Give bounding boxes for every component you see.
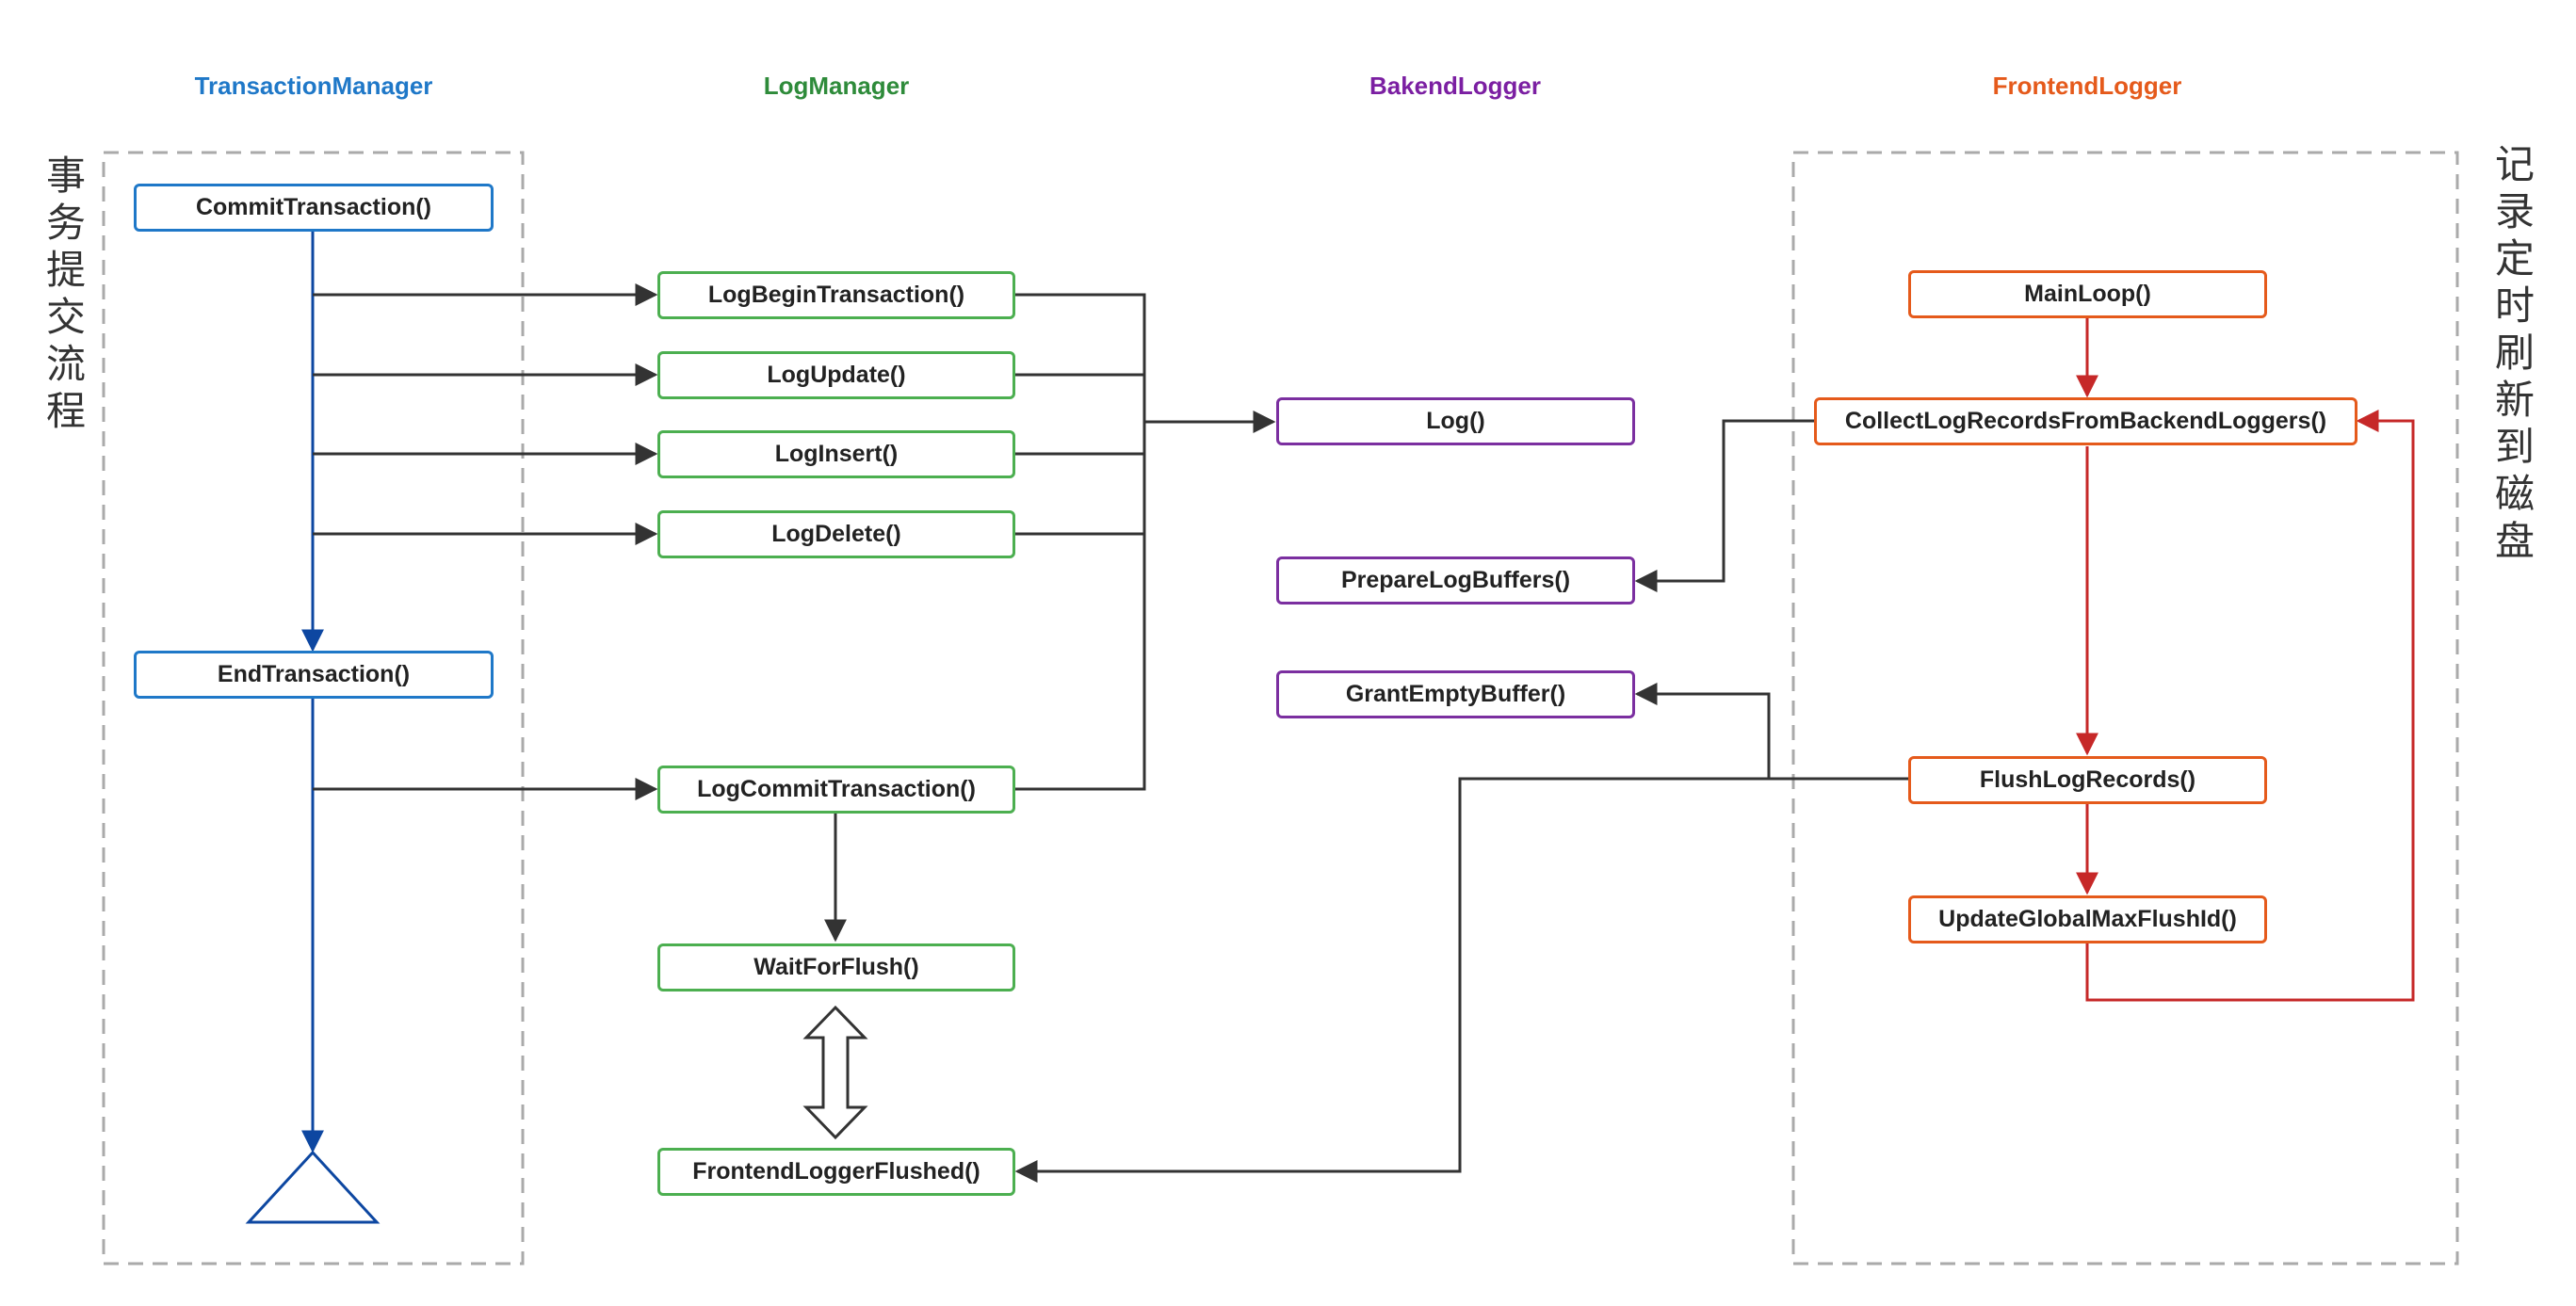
node-log-commit-transaction: LogCommitTransaction() <box>657 766 1015 814</box>
node-grant-empty-buffer: GrantEmptyBuffer() <box>1276 670 1635 718</box>
arrow-flush-to-flushed <box>1014 777 1908 1183</box>
node-update-global-max-flush-id: UpdateGlobalMaxFlushId() <box>1908 895 2267 943</box>
frontend-lane-border <box>1791 151 2459 1266</box>
arrow-update-loop-back <box>2085 410 2415 1002</box>
node-log-insert: LogInsert() <box>657 430 1015 478</box>
node-frontend-logger-flushed: FrontendLoggerFlushed() <box>657 1148 1015 1196</box>
side-label-flush-to-disk: 记录定时刷新到磁盘 <box>2494 141 2535 564</box>
side-label-transaction-flow: 事务提交流程 <box>45 153 86 434</box>
lane-title-transaction-manager: TransactionManager <box>194 72 433 100</box>
node-main-loop: MainLoop() <box>1908 270 2267 318</box>
node-collect-log-records: CollectLogRecordsFromBackendLoggers() <box>1814 397 2357 445</box>
node-prepare-log-buffers: PrepareLogBuffers() <box>1276 556 1635 605</box>
node-log-begin-transaction: LogBeginTransaction() <box>657 271 1015 319</box>
node-log: Log() <box>1276 397 1635 445</box>
node-flush-log-records: FlushLogRecords() <box>1908 756 2267 804</box>
node-commit-transaction: CommitTransaction() <box>134 184 494 232</box>
lane-title-frontend-logger: FrontendLogger <box>1992 72 2182 100</box>
node-log-update: LogUpdate() <box>657 351 1015 399</box>
node-end-transaction: EndTransaction() <box>134 651 494 699</box>
bus-log-manager-to-log <box>1014 293 1146 791</box>
node-wait-for-flush: WaitForFlush() <box>657 943 1015 992</box>
node-log-delete: LogDelete() <box>657 510 1015 558</box>
lane-title-backend-logger: BakendLogger <box>1369 72 1542 100</box>
arrow-flush-to-grant <box>1634 683 1908 781</box>
lane-title-log-manager: LogManager <box>763 72 910 100</box>
sync-double-arrow <box>802 1005 868 1140</box>
terminal-triangle <box>245 1150 381 1224</box>
arrow-collect-to-prepare <box>1634 419 1814 592</box>
transaction-lane-border <box>102 151 525 1266</box>
